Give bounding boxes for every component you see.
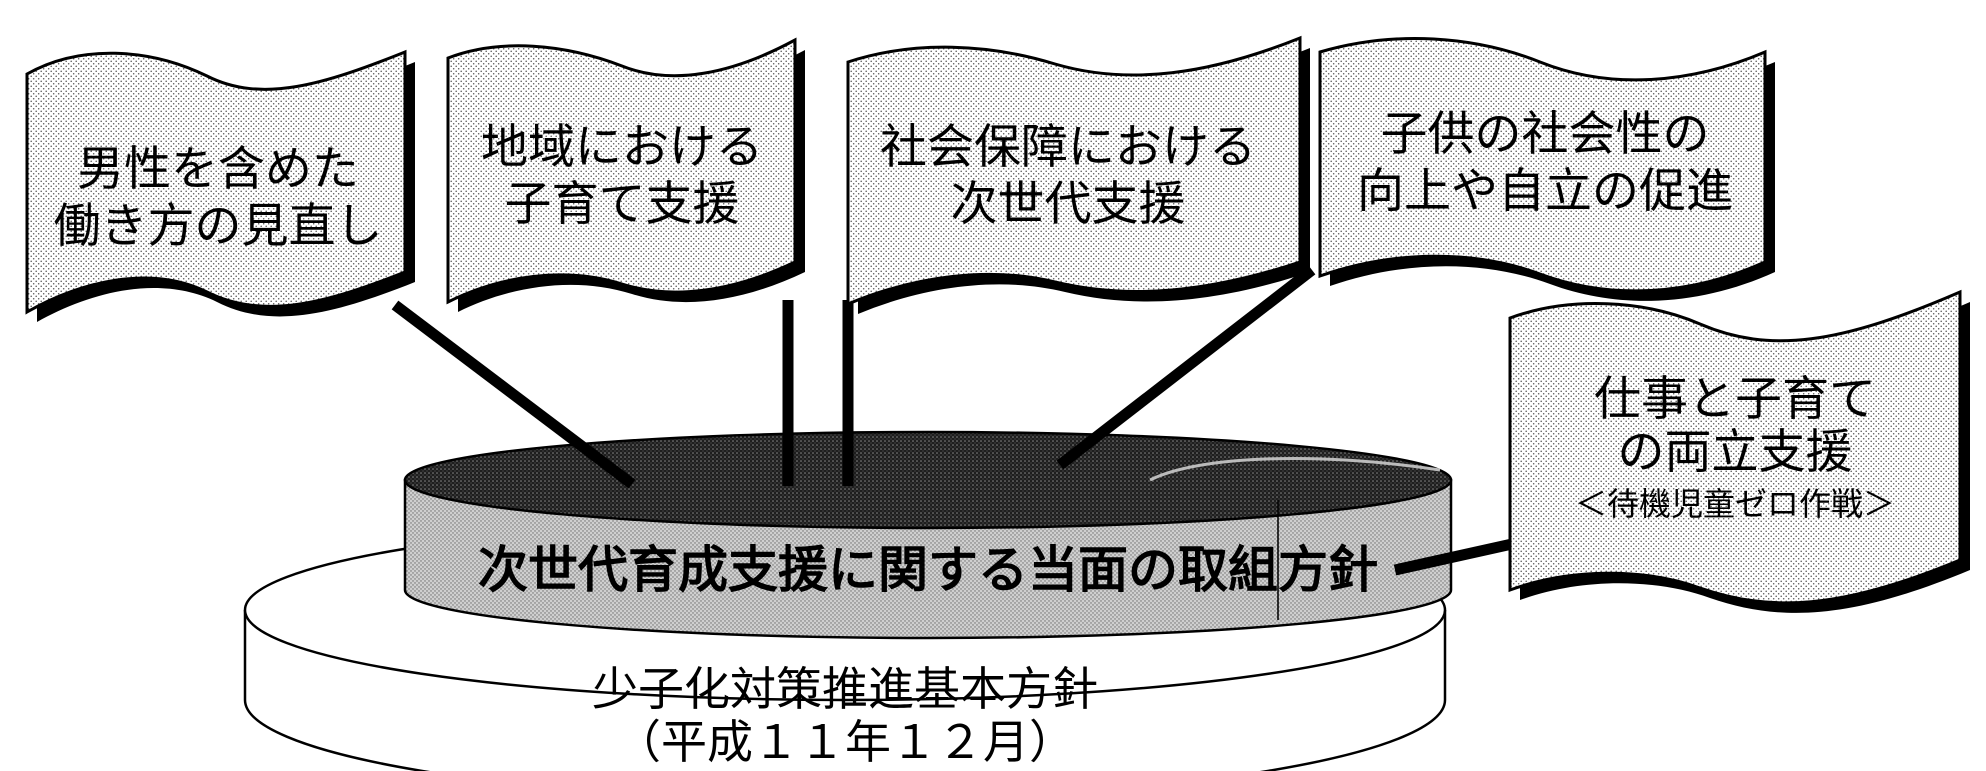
base-title: 少子化対策推進基本方針 bbox=[592, 662, 1098, 716]
flag-2: 地域における 子育て支援 bbox=[446, 37, 805, 312]
flag-2-line1: 地域における bbox=[481, 120, 763, 175]
base-date: （平成１１年１２月） bbox=[615, 715, 1075, 769]
pole-1 bbox=[391, 300, 636, 489]
flag-2-line2: 子育て支援 bbox=[505, 177, 740, 232]
pole-5 bbox=[1393, 534, 1532, 576]
flag-3-line2: 次世代支援 bbox=[951, 177, 1186, 232]
platform-cylinder bbox=[403, 430, 1453, 640]
flag-5-line1: 仕事と子育て bbox=[1594, 372, 1876, 427]
flag-5-line3: ＜待機児童ゼロ作戦＞ bbox=[1575, 485, 1895, 523]
flag-5-line2: の両立支援 bbox=[1618, 425, 1853, 480]
flag-3: 社会保障における 次世代支援 bbox=[846, 35, 1310, 314]
flag-5: 仕事と子育て の両立支援 ＜待機児童ゼロ作戦＞ bbox=[1508, 289, 1970, 613]
flag-1-line2: 働き方の見直し bbox=[54, 199, 383, 254]
platform-label: 次世代育成支援に関する当面の取組方針 bbox=[478, 541, 1378, 599]
flag-1: 男性を含めた 働き方の見直し bbox=[25, 49, 415, 322]
flag-4-line1: 子供の社会性の bbox=[1381, 107, 1710, 162]
flag-poles bbox=[391, 265, 1532, 576]
flag-1-line1: 男性を含めた bbox=[77, 142, 359, 197]
pole-4 bbox=[1056, 265, 1316, 470]
flag-4-line2: 向上や自立の促進 bbox=[1357, 164, 1733, 219]
flag-4: 子供の社会性の 向上や自立の促進 bbox=[1318, 37, 1775, 301]
flag-3-line1: 社会保障における bbox=[880, 120, 1256, 175]
